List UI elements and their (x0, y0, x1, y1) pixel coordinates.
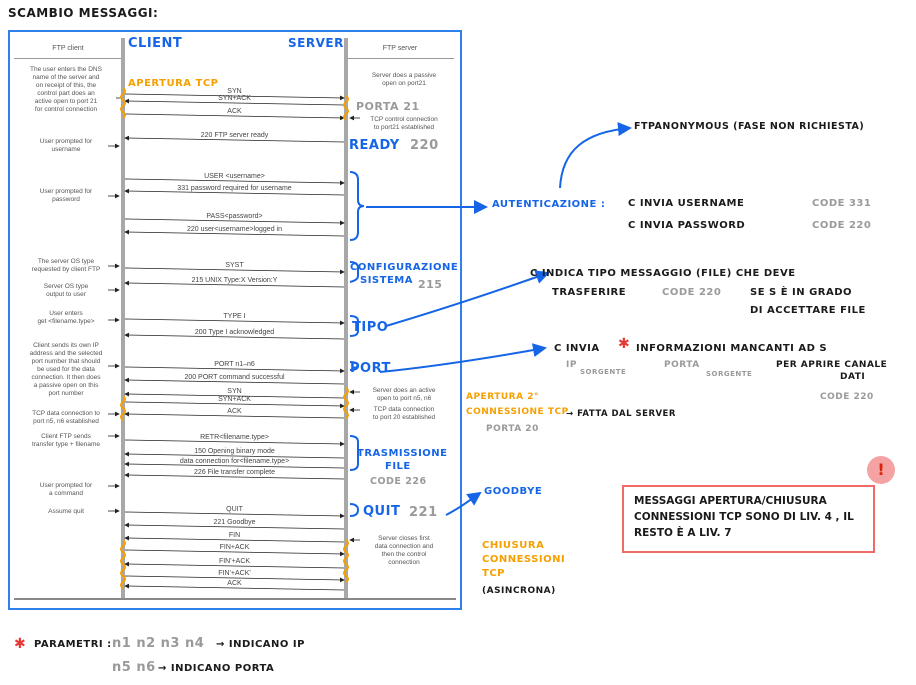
parametri-label: PARAMETRI : (34, 639, 112, 650)
trasmissione-label: TRASMISSIONE (357, 448, 448, 459)
connessioni-label: CONNESSIONI (482, 554, 566, 565)
server-timeline (344, 38, 348, 598)
indica-tipo-line2b: SE S È IN GRADO (750, 287, 853, 298)
ftp-anonymous-arrow (559, 122, 632, 189)
parametri-star: ✱ (14, 636, 27, 652)
file-label: FILE (385, 461, 411, 472)
invia-info-line1a: C INVIA (554, 343, 600, 354)
client-label: CLIENT (128, 36, 183, 51)
ftp-server-header: FTP server (346, 40, 454, 59)
port-label: PORT (350, 361, 391, 376)
server-note: Server does an active open to port n5, n… (372, 387, 436, 402)
page-title: SCAMBIO MESSAGGI: (8, 6, 159, 20)
invia-password-label: C INVIA PASSWORD (628, 220, 746, 231)
client-timeline (121, 38, 125, 598)
file-code: CODE 226 (370, 476, 427, 487)
invia-info-line1b: INFORMAZIONI MANCANTI AD S (636, 343, 828, 354)
indicano-porta-label: → INDICANO PORTA (158, 663, 275, 674)
porta-21-label: PORTA 21 (356, 100, 420, 113)
n1-n4-label: n1 n2 n3 n4 (112, 636, 205, 651)
callout-box: MESSAGGI APERTURA/CHIUSURA CONNESSIONI T… (622, 485, 875, 553)
diagram-bottom-line (14, 598, 456, 600)
ftp-client-header: FTP client (14, 40, 122, 59)
invia-info-code: CODE 220 (820, 392, 874, 402)
server-label: SERVER (288, 36, 344, 50)
autenticazione-label: AUTENTICAZIONE : (492, 199, 606, 210)
sistema-code: 215 (418, 278, 443, 291)
ip-label: IP (566, 360, 577, 370)
porta-label: PORTA (664, 360, 700, 370)
ftp-anonymous-label: FTPANONYMOUS (FASE NON RICHIESTA) (634, 121, 865, 132)
apertura-tcp-label: APERTURA TCP (128, 78, 219, 89)
code-220: CODE 220 (812, 220, 872, 231)
dati-label: DATI (840, 372, 866, 382)
sistema-label: SISTEMA (360, 275, 413, 286)
client-note: Assume quit (48, 508, 84, 515)
warning-icon: ! (867, 456, 895, 484)
invia-username-label: C INVIA USERNAME (628, 198, 745, 209)
client-note: Client FTP sends transfer type + filenam… (31, 433, 101, 448)
server-note: Server closes first data connection and … (374, 535, 434, 566)
asincrona-label: (ASINCRONA) (482, 586, 556, 596)
sorgente-label: SORGENTE (580, 368, 627, 376)
configurazione-label: CONFIGURAZIONE (350, 262, 459, 273)
apertura-2-label: APERTURA 2° (466, 392, 539, 402)
client-note: Server OS type output to user (43, 283, 89, 298)
server-note: TCP control connection to port21 establi… (370, 116, 438, 131)
client-note: User prompted for password (39, 188, 93, 203)
tcp-label: TCP (482, 568, 505, 579)
fatta-dal-server-label: → FATTA DAL SERVER (566, 409, 676, 419)
indica-tipo-line2a: TRASFERIRE (552, 287, 627, 298)
indica-tipo-line1: C INDICA TIPO MESSAGGIO (FILE) CHE DEVE (530, 268, 796, 279)
asterisk-mark: ✱ (618, 336, 631, 352)
ready-code: 220 (410, 138, 439, 153)
chiusura-label: CHIUSURA (482, 540, 545, 551)
client-note: The server OS type requested by client F… (31, 258, 101, 273)
goodbye-label: GOODBYE (484, 486, 543, 497)
ready-label: READY (349, 138, 400, 153)
code-331: CODE 331 (812, 198, 872, 209)
n5-n6-label: n5 n6 (112, 660, 156, 675)
client-note: TCP data connection to port n5, n6 estab… (32, 410, 100, 425)
client-note: The user enters the DNS name of the serv… (30, 66, 102, 113)
connessione-tcp-label: CONNESSIONE TCP (466, 407, 569, 417)
indicano-ip-label: → INDICANO IP (216, 639, 305, 650)
indica-tipo-code: CODE 220 (662, 287, 722, 298)
client-note: User prompted for username (39, 138, 93, 153)
server-note: Server does a passive open on port21 (371, 72, 437, 87)
per-aprire-label: PER APRIRE CANALE (776, 360, 888, 370)
sorgente-porta-label: SORGENTE (706, 370, 753, 378)
porta-20-label: PORTA 20 (486, 424, 539, 434)
tipo-label: TIPO (352, 320, 389, 335)
server-note: TCP data connection to port 20 establish… (372, 406, 436, 421)
indica-tipo-line3: DI ACCETTARE FILE (750, 305, 866, 316)
client-note: User prompted for a command (39, 482, 93, 497)
client-note: User enters get <filename.type> (37, 310, 95, 325)
client-note: Client sends its own IP address and the … (29, 342, 103, 397)
quit-code: 221 (409, 505, 438, 520)
quit-label: QUIT (363, 504, 401, 519)
